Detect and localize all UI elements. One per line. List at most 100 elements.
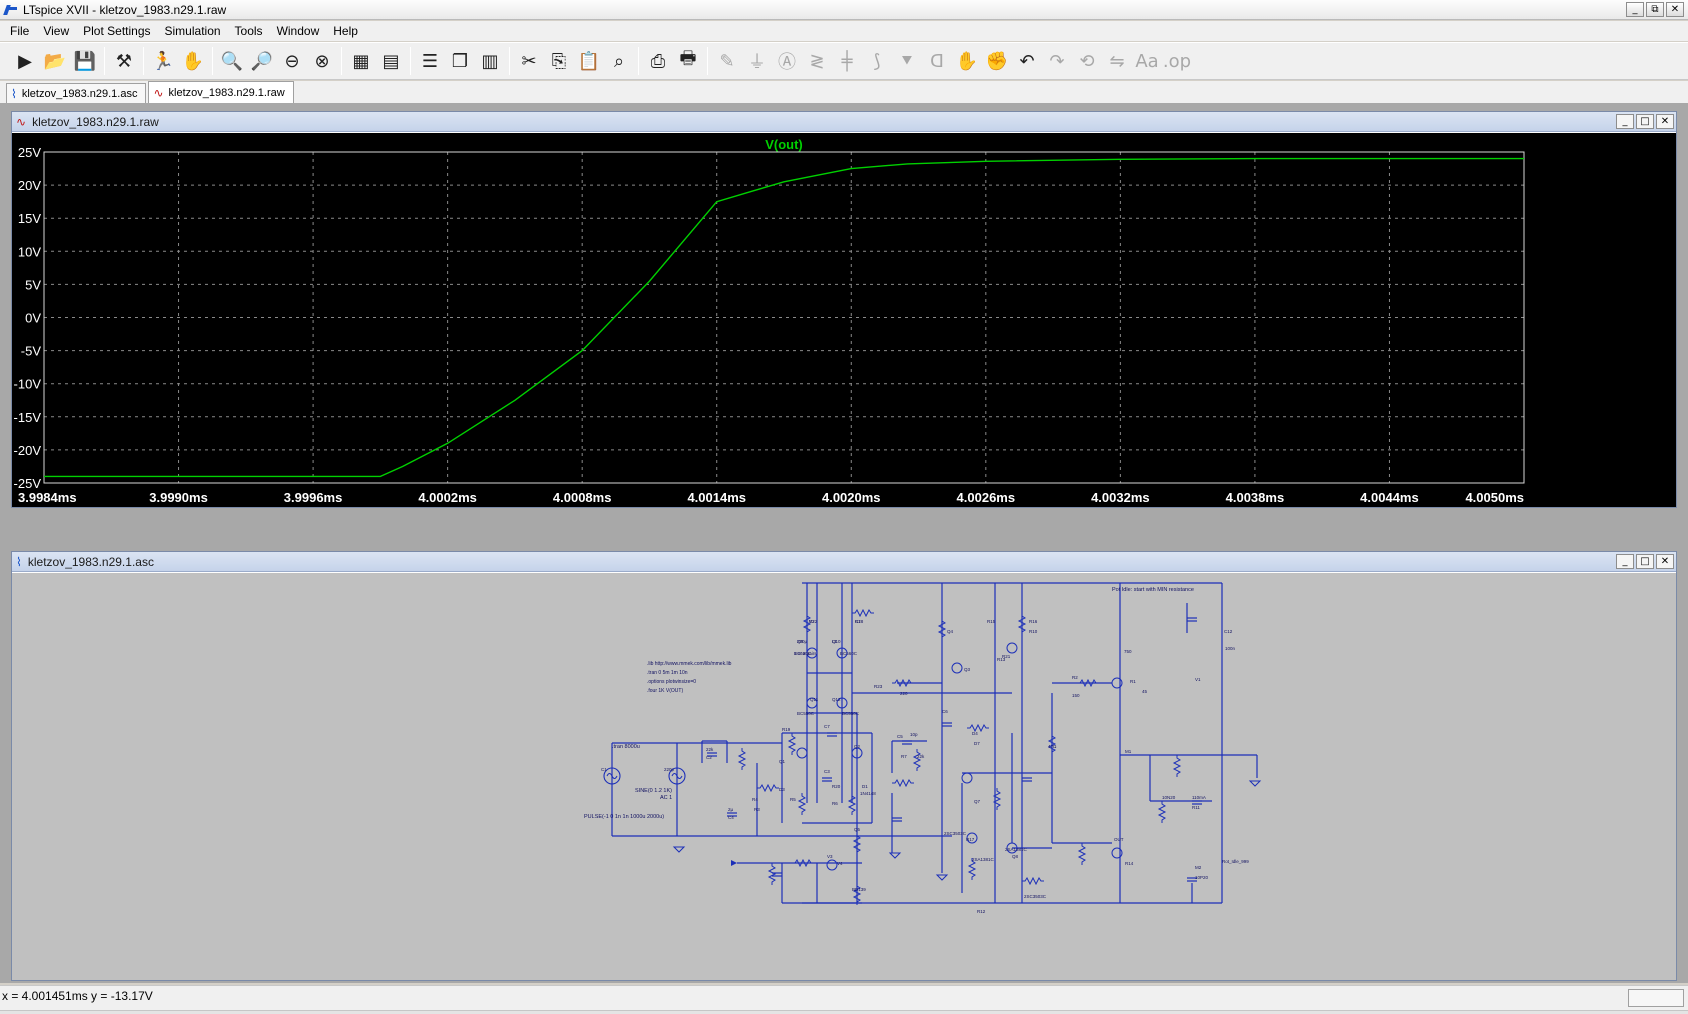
tab-schematic[interactable]: ⌇ kletzov_1983.n29.1.asc xyxy=(6,83,147,103)
tab-waveform[interactable]: ∿ kletzov_1983.n29.1.raw xyxy=(148,81,294,103)
undo-icon[interactable]: ↶ xyxy=(1019,50,1035,72)
mirror-icon[interactable]: ⇋ xyxy=(1109,50,1125,72)
menu-window[interactable]: Window xyxy=(276,24,320,38)
resistor-symbol[interactable] xyxy=(892,778,914,788)
autorange-icon[interactable]: ▦ xyxy=(352,50,370,72)
resistor-symbol[interactable] xyxy=(1047,733,1057,755)
resistor-symbol[interactable] xyxy=(937,618,947,640)
transistor-symbol[interactable] xyxy=(806,697,818,709)
redo-icon[interactable]: ↷ xyxy=(1049,50,1065,72)
spice-directive-icon[interactable]: .op xyxy=(1162,50,1192,72)
capacitor-icon[interactable]: ╪ xyxy=(841,50,853,72)
resistor-symbol[interactable] xyxy=(1172,755,1182,777)
resistor-symbol[interactable] xyxy=(787,733,797,755)
resistor-symbol[interactable] xyxy=(767,863,777,885)
menu-tools[interactable]: Tools xyxy=(234,24,263,38)
halt-icon[interactable]: 🏃 xyxy=(151,50,175,72)
transistor-symbol[interactable] xyxy=(1006,842,1018,854)
cut-icon[interactable]: ✂ xyxy=(521,50,537,72)
voltage-source-symbol[interactable] xyxy=(603,767,621,785)
transistor-symbol[interactable] xyxy=(836,697,848,709)
menu-simulation[interactable]: Simulation xyxy=(164,24,221,38)
trace-v-out[interactable] xyxy=(44,157,1524,478)
resistor-symbol[interactable] xyxy=(852,883,862,905)
rotate-icon[interactable]: ⟲ xyxy=(1079,50,1095,72)
paste-icon[interactable]: 📋 xyxy=(577,50,601,72)
close-button[interactable]: ✕ xyxy=(1666,2,1684,17)
find-icon[interactable]: ⌕ xyxy=(613,50,625,72)
resistor-symbol[interactable] xyxy=(757,783,779,793)
schematic-close-button[interactable]: ✕ xyxy=(1656,554,1674,569)
transistor-symbol[interactable] xyxy=(1006,642,1018,654)
resistor-symbol[interactable] xyxy=(967,858,977,880)
schematic-drawing[interactable]: .lib http://www.mmek.com/lib/mmek.lib.tr… xyxy=(12,573,1676,980)
transistor-symbol[interactable] xyxy=(961,772,973,784)
cascade-icon[interactable]: ❐ xyxy=(451,50,469,72)
plot-close-button[interactable]: ✕ xyxy=(1656,114,1674,129)
save-icon[interactable]: 💾 xyxy=(73,50,97,72)
resistor-symbol[interactable] xyxy=(792,858,814,868)
wire-icon[interactable]: ✎ xyxy=(719,50,735,72)
drag-icon[interactable]: ✊ xyxy=(985,50,1009,72)
plot-maximize-button[interactable]: □ xyxy=(1636,114,1654,129)
component-icon[interactable]: ᗡ xyxy=(930,50,944,72)
menu-file[interactable]: File xyxy=(10,24,30,38)
schematic-canvas[interactable]: .lib http://www.mmek.com/lib/mmek.lib.tr… xyxy=(12,573,1676,980)
menu-view[interactable]: View xyxy=(43,24,70,38)
resistor-symbol[interactable] xyxy=(1157,801,1167,823)
text-icon[interactable]: Aa xyxy=(1135,50,1159,72)
transistor-symbol[interactable] xyxy=(966,832,978,844)
zoom-full-icon[interactable]: 🔎 xyxy=(250,50,274,72)
resistor-symbol[interactable] xyxy=(992,788,1002,810)
minimize-button[interactable]: _ xyxy=(1626,2,1644,17)
tile-horizontal-icon[interactable]: ☰ xyxy=(421,50,439,72)
pan-icon[interactable]: ✋ xyxy=(181,50,205,72)
plot-minimize-button[interactable]: _ xyxy=(1616,114,1634,129)
run-icon[interactable]: ▶ xyxy=(18,50,32,72)
ground-icon[interactable]: ⏚ xyxy=(748,52,766,73)
resistor-symbol[interactable] xyxy=(847,793,857,815)
transistor-symbol[interactable] xyxy=(796,747,808,759)
zoom-in-icon[interactable]: 🔍 xyxy=(220,50,244,72)
transistor-symbol[interactable] xyxy=(851,747,863,759)
control-panel-icon[interactable]: ⚒ xyxy=(115,50,133,72)
resistor-symbol[interactable] xyxy=(1077,678,1099,688)
resistor-symbol[interactable] xyxy=(1077,843,1087,865)
resistor-symbol[interactable] xyxy=(802,613,812,635)
transistor-symbol[interactable] xyxy=(836,647,848,659)
restore-button[interactable]: ⧉ xyxy=(1646,2,1664,17)
resistor-symbol[interactable] xyxy=(1022,876,1044,886)
resistor-symbol[interactable] xyxy=(737,748,747,770)
waveform-plot[interactable]: 25V20V15V10V5V0V-5V-10V-15V-20V-25V3.998… xyxy=(12,133,1676,507)
print-icon[interactable]: ⎙ xyxy=(650,50,666,72)
plot-window-titlebar[interactable]: ∿ kletzov_1983.n29.1.raw _ □ ✕ xyxy=(12,112,1676,132)
resistor-symbol[interactable] xyxy=(912,749,922,771)
tile-vertical-icon[interactable]: ▥ xyxy=(481,50,499,72)
zoom-cancel-icon[interactable]: ⊗ xyxy=(314,50,330,72)
resistor-symbol[interactable] xyxy=(852,833,862,855)
trace-label[interactable]: V(out) xyxy=(765,137,803,152)
resistor-symbol[interactable] xyxy=(852,608,874,618)
print-preview-icon[interactable]: 🖶 xyxy=(679,48,697,69)
diode-icon[interactable]: ⯆ xyxy=(899,50,915,72)
move-icon[interactable]: ✋ xyxy=(955,50,979,72)
voltage-source-symbol[interactable] xyxy=(668,767,686,785)
inductor-icon[interactable]: ⟆ xyxy=(873,50,881,72)
schematic-window-titlebar[interactable]: ⌇ kletzov_1983.n29.1.asc _ □ ✕ xyxy=(12,552,1676,572)
schematic-minimize-button[interactable]: _ xyxy=(1616,554,1634,569)
transistor-symbol[interactable] xyxy=(806,647,818,659)
menu-plot-settings[interactable]: Plot Settings xyxy=(83,24,151,38)
transistor-symbol[interactable] xyxy=(1111,677,1123,689)
resistor-icon[interactable]: ≷ xyxy=(809,50,825,72)
transistor-symbol[interactable] xyxy=(826,859,838,871)
resistor-symbol[interactable] xyxy=(1017,613,1027,635)
label-icon[interactable]: Ⓐ xyxy=(778,52,796,73)
menu-help[interactable]: Help xyxy=(333,24,358,38)
waveform-icon[interactable]: ▤ xyxy=(382,50,400,72)
schematic-maximize-button[interactable]: □ xyxy=(1636,554,1654,569)
open-icon[interactable]: 📂 xyxy=(43,50,67,72)
resistor-symbol[interactable] xyxy=(967,723,989,733)
transistor-symbol[interactable] xyxy=(1111,847,1123,859)
resistor-symbol[interactable] xyxy=(892,678,914,688)
